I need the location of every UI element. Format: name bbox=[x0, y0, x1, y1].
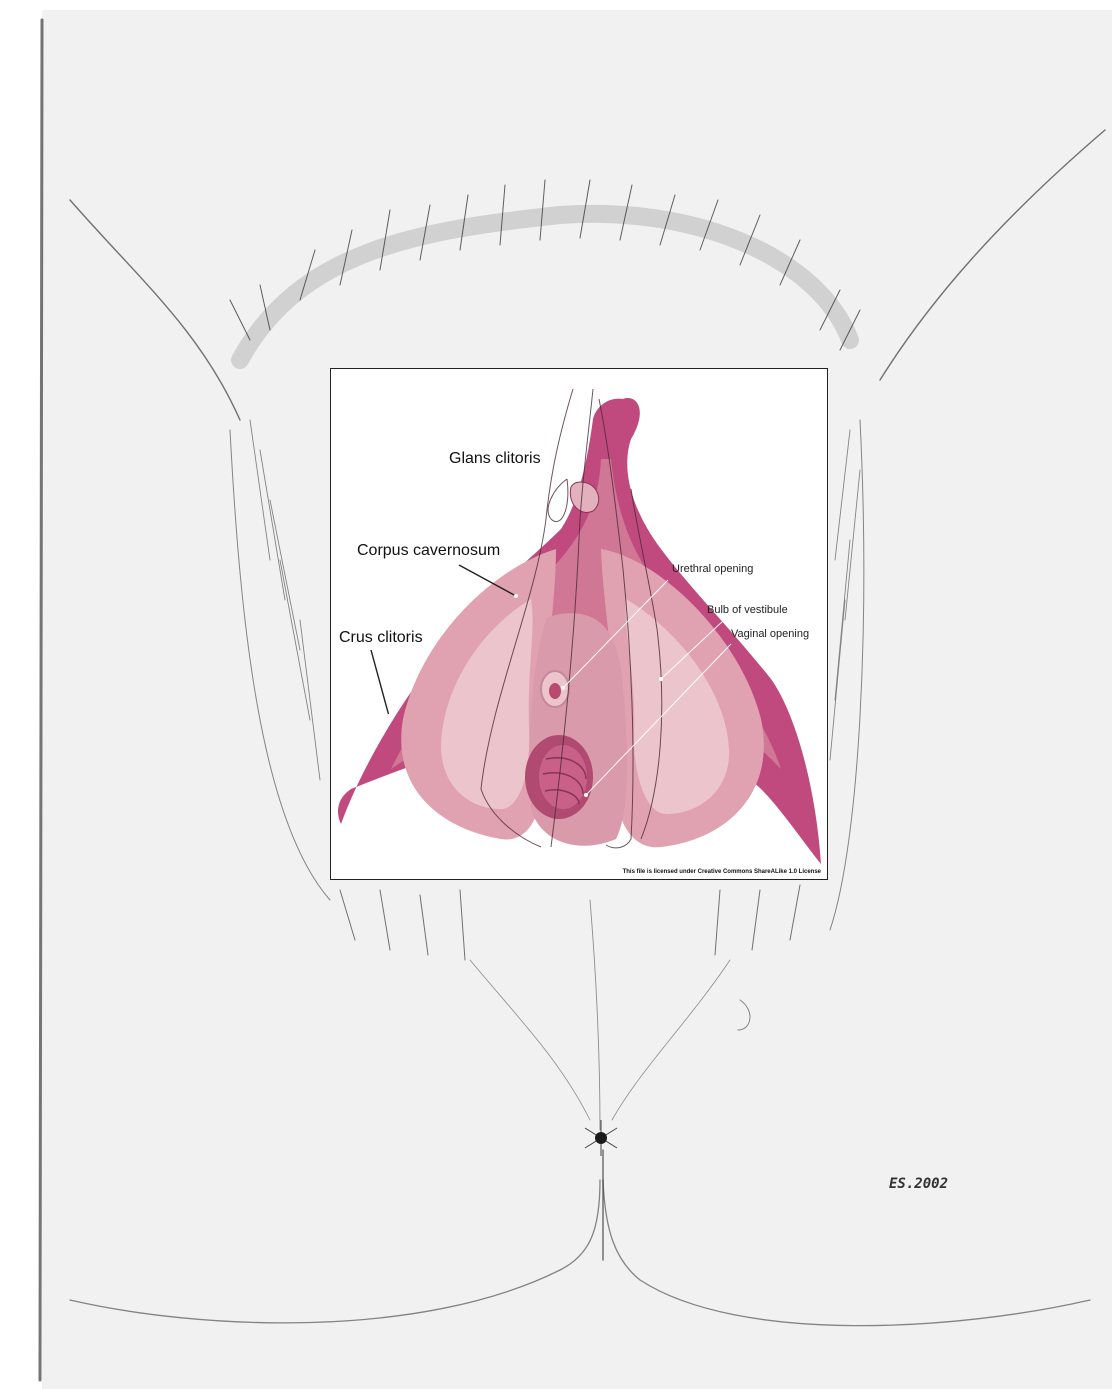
label-vaginal-opening: Vaginal opening bbox=[731, 629, 809, 640]
artist-signature: ES.2002 bbox=[889, 1176, 948, 1192]
label-crus-clitoris: Crus clitoris bbox=[339, 630, 423, 646]
label-corpus-cavernosum: Corpus cavernosum bbox=[357, 543, 500, 559]
label-bulb-of-vestibule: Bulb of vestibule bbox=[707, 605, 788, 616]
license-note: This file is licensed under Creative Com… bbox=[623, 869, 821, 875]
clitoris-anatomy-diagram: Glans clitoris Corpus cavernosum Crus cl… bbox=[330, 368, 828, 880]
label-urethral-opening: Urethral opening bbox=[672, 564, 753, 575]
leader-crus bbox=[371, 650, 389, 716]
clitoris-illustration bbox=[331, 369, 828, 880]
label-glans-clitoris: Glans clitoris bbox=[449, 451, 541, 467]
